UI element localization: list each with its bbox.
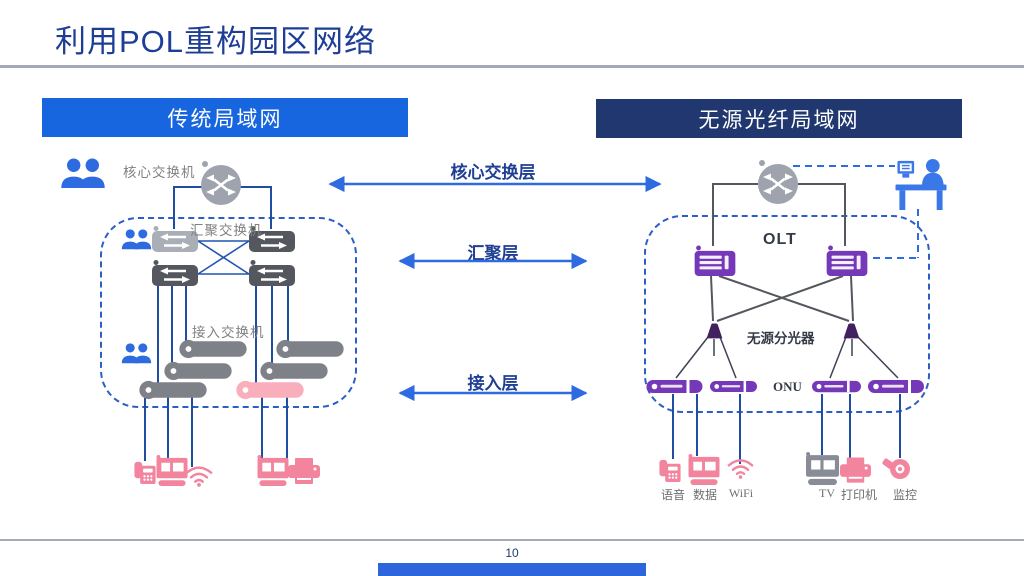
printer-icon — [288, 458, 320, 486]
page-number: 10 — [505, 546, 519, 560]
access-switch-icon — [272, 339, 348, 359]
endpoint-label-data: 数据 — [692, 488, 717, 502]
core-switch-label: 核心交换机 — [123, 165, 196, 180]
camera-icon — [882, 455, 912, 483]
splitter-icon — [841, 322, 862, 339]
phone-icon — [659, 457, 681, 482]
core-router-icon — [198, 160, 242, 206]
aggregation-switch-icon — [152, 260, 198, 286]
access-switch-icon — [176, 339, 250, 359]
endpoint-label-wifi: WiFi — [728, 486, 754, 500]
endpoint-label-printer: 打印机 — [840, 488, 877, 502]
access-switch-icon — [258, 361, 330, 381]
passive-optical-lan-header: 无源光纤局域网 — [596, 99, 962, 138]
endpoint-label-voice: 语音 — [660, 488, 685, 502]
olt-device-icon — [694, 245, 736, 276]
core-router-icon — [755, 159, 799, 205]
traditional-lan-header: 传统局域网 — [42, 98, 408, 137]
tv-icon — [804, 452, 841, 485]
splitter-icon — [704, 322, 725, 339]
onu-label: ONU — [773, 379, 802, 394]
page-title: 利用POL重构园区网络 — [55, 24, 377, 59]
printer-icon — [840, 457, 871, 485]
network-manager-desk-icon — [895, 157, 947, 210]
users-icon — [121, 343, 152, 364]
footer-rule — [0, 539, 1024, 541]
wifi-icon — [727, 458, 754, 479]
aggregation-switch-label: 汇聚交换机 — [190, 223, 263, 238]
computer-icon — [255, 455, 291, 486]
olt-label: OLT — [763, 231, 797, 248]
pol-lan-frame — [644, 215, 930, 413]
aggregation-switch-icon — [249, 260, 295, 286]
endpoint-label-tv: TV — [819, 486, 835, 500]
splitter-label: 无源分光器 — [747, 331, 815, 346]
access-switch-icon-pink — [236, 380, 304, 400]
wifi-icon — [185, 465, 213, 487]
access-switch-icon — [162, 361, 234, 381]
users-icon — [60, 158, 106, 189]
onu-device-icon — [868, 379, 924, 394]
endpoint-label-monitor: 监控 — [892, 488, 917, 502]
phone-icon — [134, 459, 156, 484]
footer-accent-bar — [378, 563, 646, 576]
olt-device-icon — [826, 245, 868, 276]
access-switch-label: 接入交换机 — [192, 325, 265, 340]
onu-device-icon — [646, 379, 703, 394]
onu-device-icon — [710, 379, 757, 394]
users-icon — [121, 229, 152, 250]
title-rule — [0, 65, 1024, 68]
onu-device-icon — [812, 379, 861, 394]
traditional-lan-frame — [100, 217, 357, 408]
access-switch-icon — [136, 380, 210, 400]
computer-icon — [686, 454, 722, 485]
